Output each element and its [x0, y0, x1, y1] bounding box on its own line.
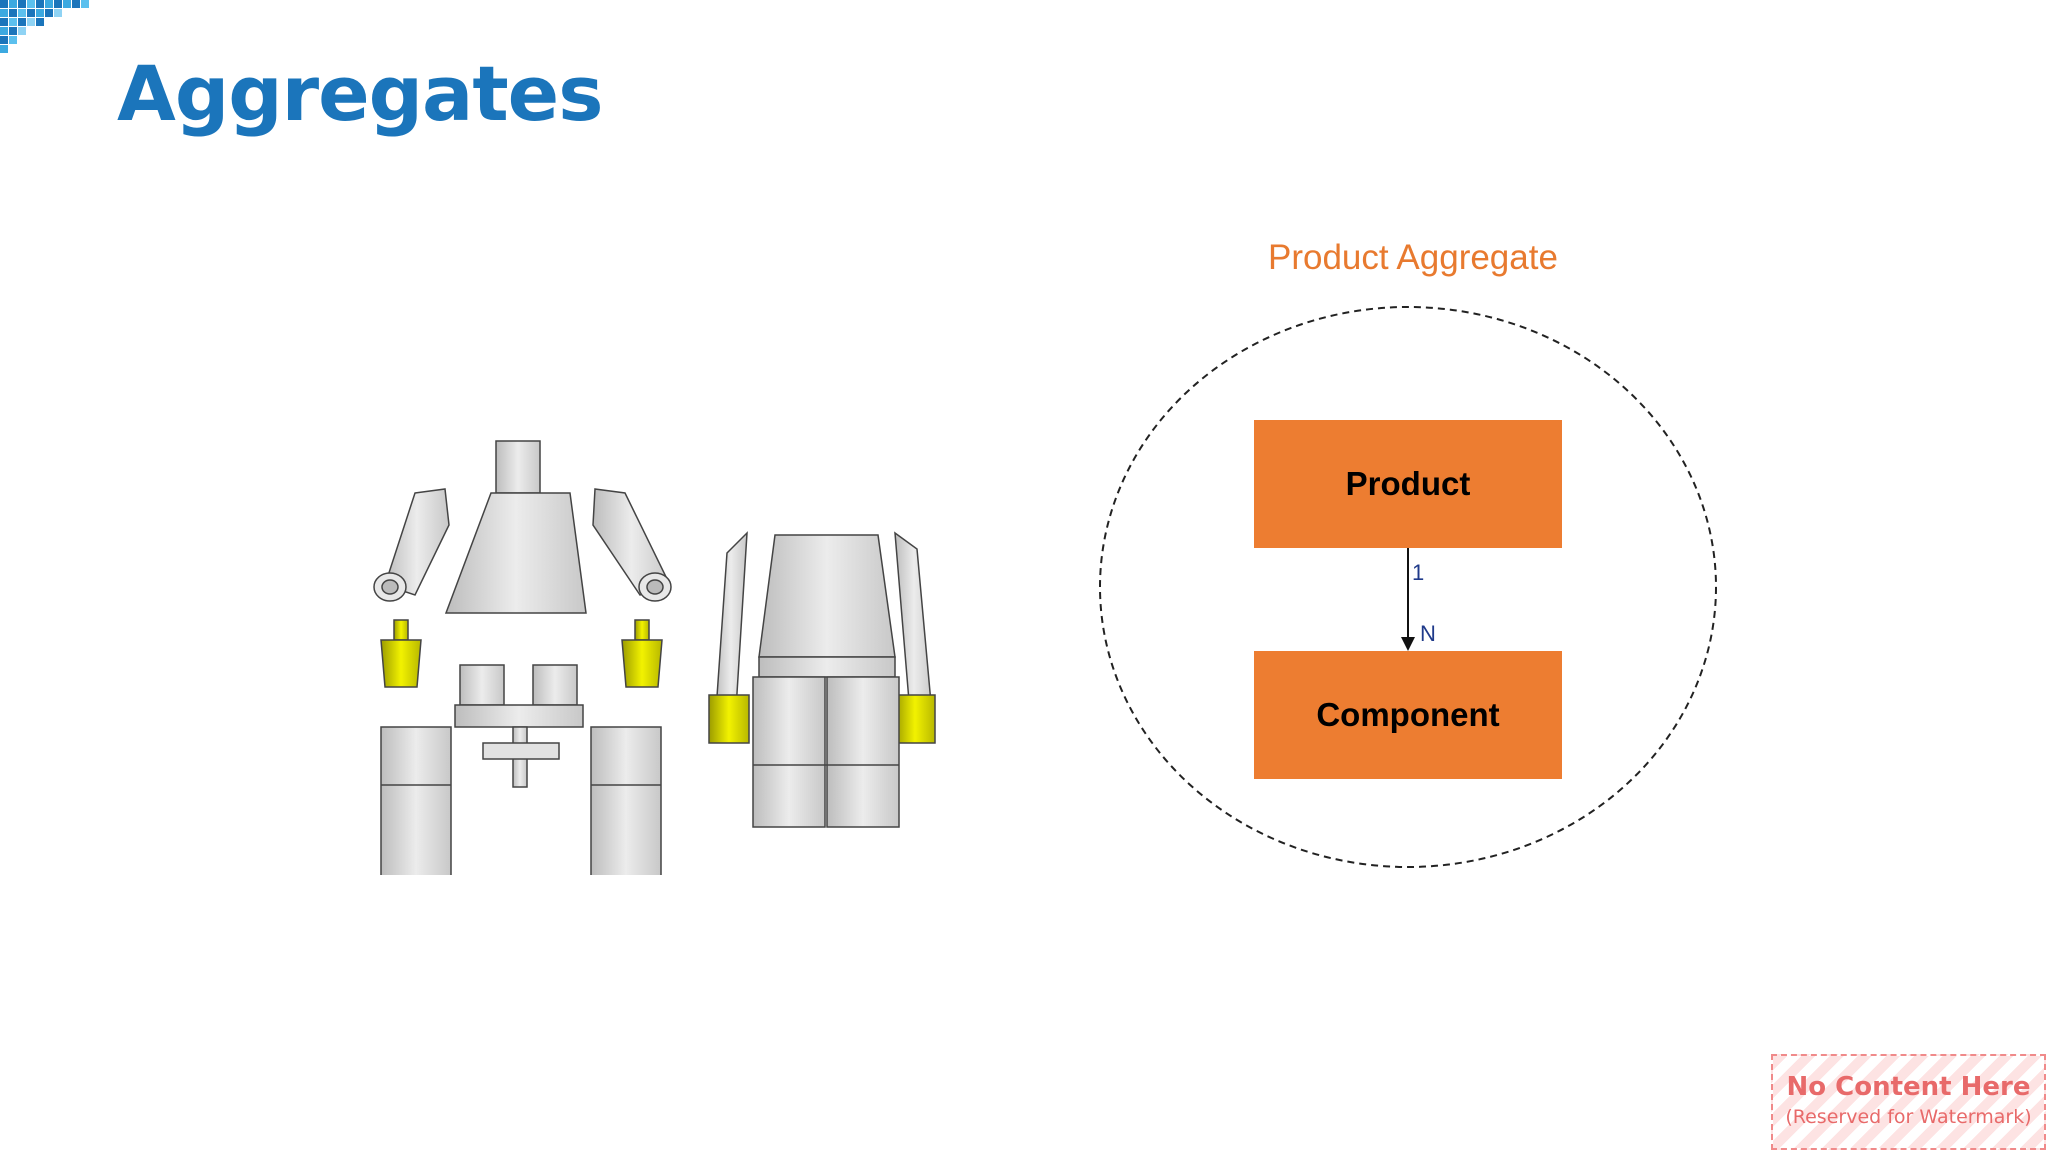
watermark-subtitle: (Reserved for Watermark): [1785, 1106, 2032, 1128]
lego-minifigure-icon: [373, 440, 936, 875]
watermark-title: No Content Here: [1786, 1072, 2031, 1102]
watermark-placeholder: No Content Here (Reserved for Watermark): [1771, 1054, 2046, 1150]
component-entity-box: Component: [1254, 651, 1562, 779]
product-entity-box: Product: [1254, 420, 1562, 548]
product-entity-label: Product: [1345, 465, 1471, 502]
multiplicity-n: N: [1420, 621, 1436, 646]
aggregate-label: Product Aggregate: [1268, 238, 1558, 277]
corner-mosaic-decoration: [0, 0, 89, 53]
aggregate-diagram: Product 1 N Component: [1090, 295, 1730, 895]
slide-title: Aggregates: [117, 49, 603, 138]
aggregate-boundary-circle: [1099, 306, 1717, 868]
component-entity-label: Component: [1316, 696, 1500, 733]
association-arrow: [1401, 548, 1415, 651]
multiplicity-one: 1: [1412, 560, 1425, 585]
